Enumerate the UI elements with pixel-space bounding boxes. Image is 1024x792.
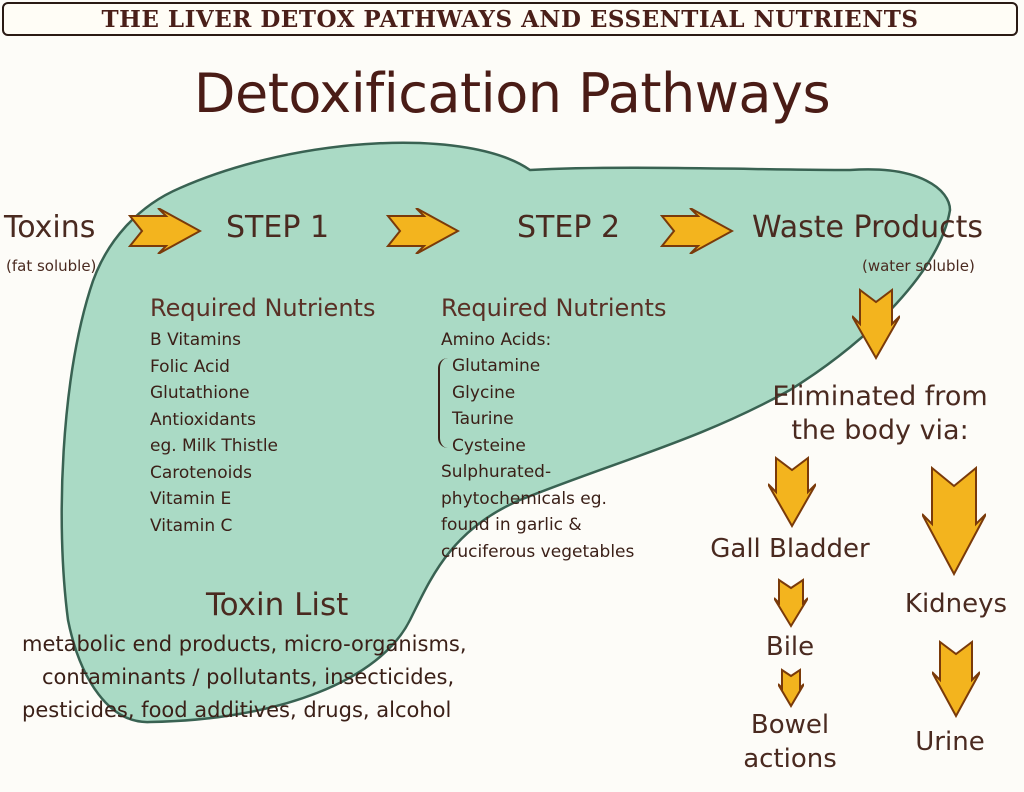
bowel-line: actions xyxy=(743,744,837,774)
step1-nutrients-heading: Required Nutrients xyxy=(150,294,376,322)
nutrient-item: Folic Acid xyxy=(150,356,230,377)
amino-item: Glycine xyxy=(452,382,516,403)
liver-outline xyxy=(60,141,952,724)
page-title: Detoxification Pathways xyxy=(193,62,831,125)
bowel-line: Bowel xyxy=(750,710,830,740)
amino-acids-label: Amino Acids: xyxy=(441,330,552,350)
down-arrow-icon xyxy=(774,578,808,628)
urine-label: Urine xyxy=(915,727,985,757)
elimination-line: Eliminated from xyxy=(772,381,988,412)
nutrient-item: Glutathione xyxy=(150,383,250,403)
nutrient-item: Vitamin C xyxy=(150,515,233,536)
down-arrow-icon xyxy=(932,640,980,718)
waste-products-label: Waste Products xyxy=(752,210,984,245)
down-arrow-icon xyxy=(852,288,900,360)
step2-nutrients-heading: Required Nutrients xyxy=(441,294,667,322)
elimination-line: the body via: xyxy=(791,415,969,446)
down-arrow-icon xyxy=(922,466,986,576)
bowel-actions-label: Bowel actions xyxy=(720,708,860,776)
toxins-label: Toxins xyxy=(4,210,96,245)
nutrient-item: Carotenoids xyxy=(150,462,252,483)
amino-item: Cysteine xyxy=(452,435,526,456)
waste-note: (water soluble) xyxy=(862,257,975,275)
gall-bladder-label: Gall Bladder xyxy=(710,534,870,564)
header-banner: THE LIVER DETOX PATHWAYS AND ESSENTIAL N… xyxy=(2,2,1018,36)
step2-label: STEP 2 xyxy=(517,210,621,245)
down-arrow-icon xyxy=(768,456,816,528)
amino-item: Taurine xyxy=(452,409,514,429)
right-arrow-icon xyxy=(660,208,734,254)
nutrient-item: eg. Milk Thistle xyxy=(150,436,279,456)
right-arrow-icon xyxy=(386,208,460,254)
down-arrow-icon xyxy=(778,668,804,708)
step1-label: STEP 1 xyxy=(226,210,330,245)
right-arrow-icon xyxy=(128,208,202,254)
bile-label: Bile xyxy=(765,632,815,662)
nutrient-item: B Vitamins xyxy=(150,330,242,350)
elimination-heading: Eliminated from the body via: xyxy=(740,380,1020,448)
phyto-line: Sulphurated- xyxy=(441,462,552,482)
toxins-note: (fat soluble) xyxy=(6,257,97,275)
amino-acid-list: Glutamine Glycine Taurine Cysteine xyxy=(452,353,540,459)
banner-text: THE LIVER DETOX PATHWAYS AND ESSENTIAL N… xyxy=(101,5,919,33)
toxin-line: pesticides, food additives, drugs, alcoh… xyxy=(22,698,452,722)
nutrient-item: Antioxidants xyxy=(150,409,256,430)
phyto-line: found in garlic & xyxy=(441,515,582,535)
nutrient-item: Vitamin E xyxy=(150,489,232,509)
toxin-line: contaminants / pollutants, insecticides, xyxy=(42,665,455,689)
phytochemical-list: Sulphurated- phytochemicals eg. found in… xyxy=(441,459,634,565)
amino-brace xyxy=(438,358,450,448)
step1-nutrient-list: B Vitamins Folic Acid Glutathione Antiox… xyxy=(150,327,278,539)
phyto-line: cruciferous vegetables xyxy=(441,541,635,562)
amino-item: Glutamine xyxy=(452,356,541,376)
toxin-line: metabolic end products, micro-organisms, xyxy=(22,632,467,656)
kidneys-label: Kidneys xyxy=(904,589,1008,619)
phyto-line: phytochemicals eg. xyxy=(441,488,607,509)
toxin-list-heading: Toxin List xyxy=(206,587,349,623)
